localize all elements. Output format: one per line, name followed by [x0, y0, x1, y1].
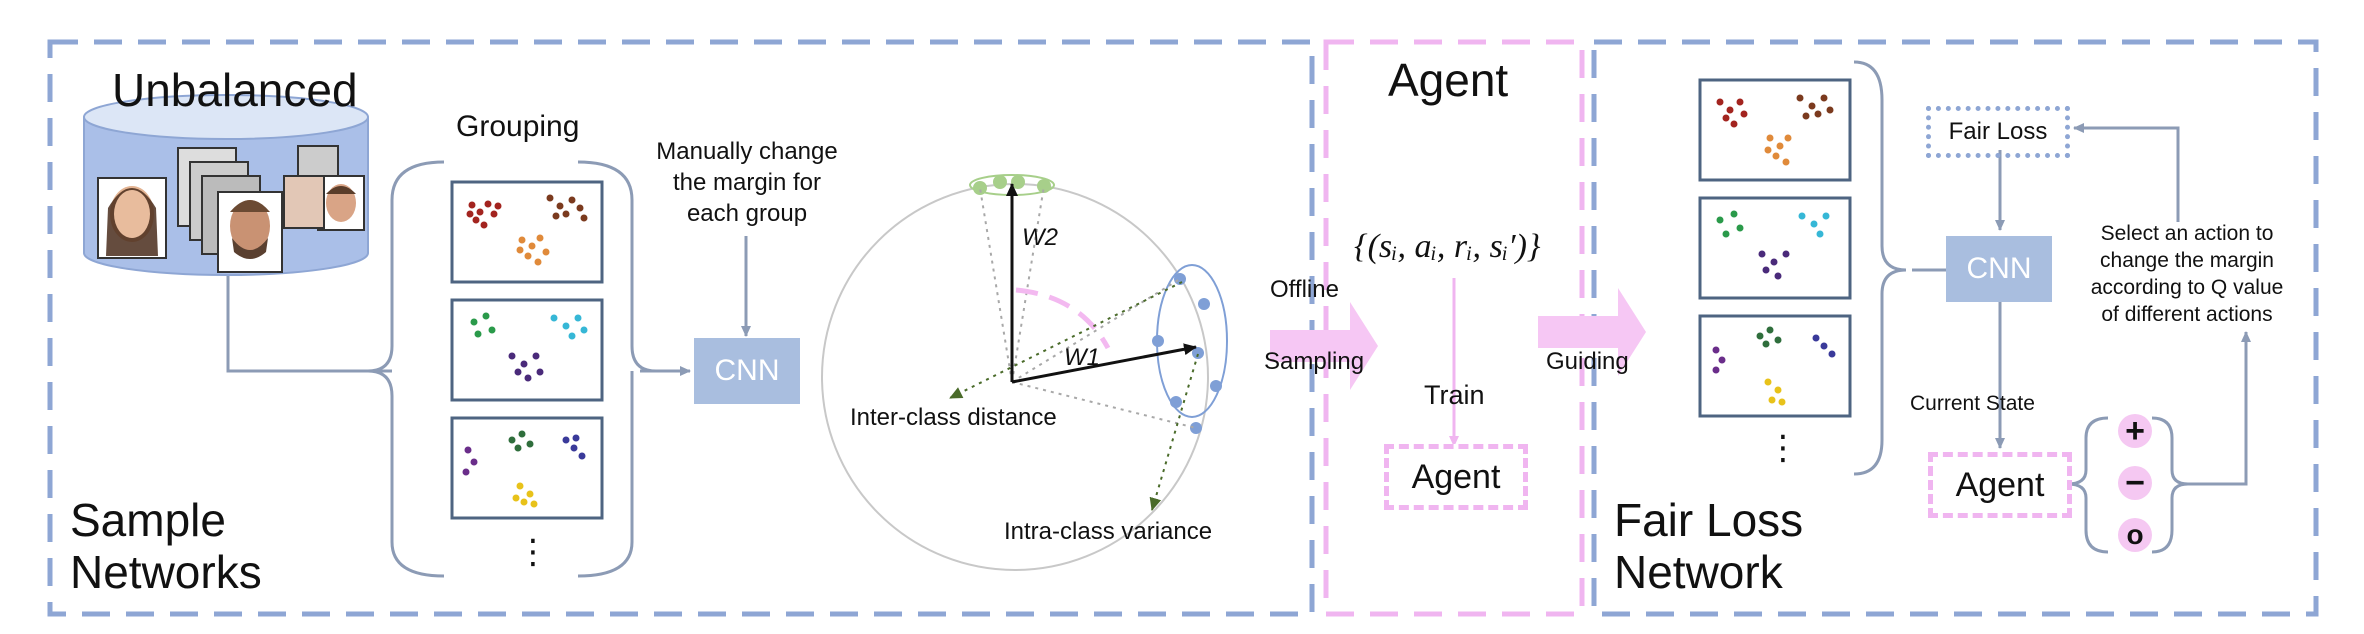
grouping-left-brace	[367, 160, 445, 578]
fair-panel-3	[1698, 314, 1852, 418]
fair-right-brace	[1853, 60, 1907, 476]
guiding-arrow	[1538, 288, 1646, 376]
keep-margin-action: o	[2118, 518, 2152, 552]
right-cnn-block: CNN	[1946, 236, 2052, 302]
inter-class-distance-label: Inter-class distance	[850, 404, 1057, 431]
decrease-margin-action: −	[2118, 464, 2152, 502]
increase-margin-action: +	[2118, 412, 2152, 450]
w2-label: W2	[1022, 224, 1058, 251]
grouping-right-brace	[577, 160, 657, 373]
current-state-label: Current State	[1910, 392, 2035, 415]
fair-panel-2	[1698, 196, 1852, 300]
intra-class-variance-label: Intra-class variance	[1004, 518, 1213, 545]
sample-networks-frame	[47, 39, 1315, 617]
left-cnn-block: CNN	[694, 338, 800, 404]
fair-more-dots: ⋮	[1766, 429, 1800, 467]
actions-right-brace	[2151, 416, 2189, 554]
sample-networks-title: Sample Networks	[70, 494, 262, 598]
guiding-label: Guiding	[1546, 348, 1629, 375]
agent-panel-agent-box: Agent	[1384, 444, 1528, 510]
grouping-label: Grouping	[456, 110, 580, 143]
right-agent-box: Agent	[1928, 452, 2072, 518]
grouping-more-dots: ⋮	[516, 533, 550, 571]
fair-loss-box: Fair Loss	[1926, 106, 2070, 158]
fair-panel-1	[1698, 78, 1852, 182]
offline-label: Offline	[1270, 276, 1339, 303]
offline-sampling-arrow	[1270, 302, 1378, 390]
unbalanced-label: Unbalanced	[112, 64, 358, 116]
hypersphere	[821, 174, 1228, 571]
train-label: Train	[1424, 380, 1485, 410]
manual-margin-note: Manually change the margin for each grou…	[656, 138, 838, 227]
fair-loss-network-title: Fair Loss Network	[1614, 494, 1804, 598]
face-images	[97, 145, 365, 273]
w1-label: W1	[1064, 344, 1100, 371]
group-panel-2	[450, 298, 604, 402]
group-panel-3	[450, 416, 604, 520]
agent-section-title: Agent	[1388, 54, 1509, 106]
select-action-note: Select an action to change the margin ac…	[2090, 222, 2284, 326]
experience-tuple: {(sᵢ, aᵢ, rᵢ, sᵢ′)}	[1354, 228, 1541, 265]
sampling-label: Sampling	[1264, 348, 1365, 375]
group-panel-1	[450, 180, 604, 284]
actions-left-brace	[2067, 416, 2109, 554]
